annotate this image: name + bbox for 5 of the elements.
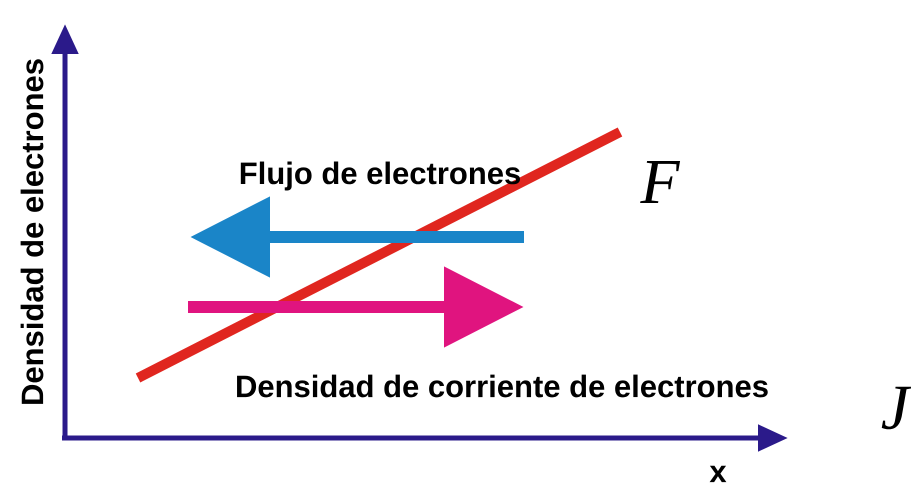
arrow-label: Flujo de electrones — [240, 162, 520, 190]
axis-label: x — [710, 466, 726, 482]
axis-label: Densidad de electrones — [20, 59, 44, 404]
arrow-label: Densidad de corriente de electrones — [237, 374, 768, 398]
line-label: F — [640, 161, 680, 203]
